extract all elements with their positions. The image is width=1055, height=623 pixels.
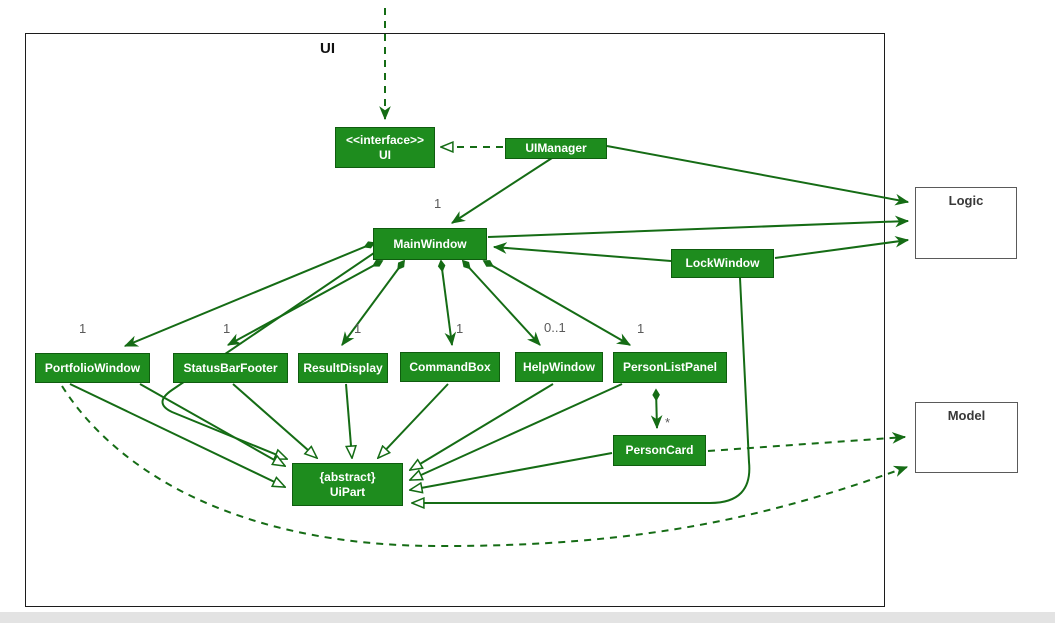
edge-mainwindow-to-commandbox (437, 259, 457, 347)
class-portfoliowindow: PortfolioWindow (35, 353, 150, 383)
edge-uimanager-to-mainwindow (451, 157, 553, 224)
class-model: Model (915, 402, 1018, 473)
class-uipart: {abstract} UiPart (292, 463, 403, 506)
class-uimanager: UIManager (505, 138, 607, 159)
edge-mainwindow-to-portfoliowindow (123, 241, 376, 347)
class-lockwindow: LockWindow (671, 249, 774, 278)
edge-mainwindow-to-logic (487, 215, 910, 238)
class-mainwindow-name: MainWindow (393, 236, 467, 251)
class-personcard-name: PersonCard (625, 443, 694, 457)
edge-lockwindow-to-logic (774, 235, 910, 259)
edge-portfoliowindow-to-model (61, 385, 909, 548)
edge-uimanager-to-logic (606, 145, 910, 206)
class-statusbarfooter: StatusBarFooter (173, 353, 288, 383)
class-resultdisplay-name: ResultDisplay (303, 360, 383, 375)
class-ui-interface-stereotype: <<interface>> (345, 132, 425, 147)
class-portfoliowindow-name: PortfolioWindow (44, 360, 141, 375)
multiplicity-mainwindow: 1 (434, 196, 442, 211)
class-lockwindow-name: LockWindow (685, 256, 760, 270)
bottom-gray-strip (0, 612, 1055, 623)
edge-statusbarfooter-inherits-uipart (232, 383, 317, 458)
multiplicity-commandbox: 1 (456, 321, 464, 336)
class-personlistpanel: PersonListPanel (613, 352, 727, 383)
ui-package-frame (25, 33, 885, 607)
class-personcard: PersonCard (613, 435, 706, 466)
class-commandbox-name: CommandBox (409, 359, 491, 374)
ui-package-title: UI (320, 40, 335, 57)
edge-lockwindow-inherits-uipart (412, 277, 751, 503)
edge-mainwindow-to-helpwindow (461, 259, 541, 346)
edge-lockwindow-to-mainwindow (492, 242, 672, 262)
multiplicity-helpwindow: 0..1 (544, 320, 566, 335)
class-model-name: Model (947, 408, 986, 423)
class-uimanager-name: UIManager (525, 141, 587, 155)
edge-personcard-to-model (707, 432, 907, 452)
edge-mainwindow-to-personlistpanel (482, 260, 632, 346)
edge-personlistpanel-inherits-uipart (410, 383, 623, 480)
class-mainwindow: MainWindow (373, 228, 487, 260)
multiplicity-statusbarfooter: 1 (223, 321, 231, 336)
edge-portfoliowindow-inherits-uipart (139, 383, 285, 466)
edge-mainwindow-to-resultdisplay (341, 259, 405, 346)
multiplicity-personlistpanel: 1 (637, 321, 645, 336)
edge-personlistpanel-to-personcard (650, 388, 663, 430)
edge-commandbox-inherits-uipart (378, 383, 449, 458)
class-uipart-name: UiPart (329, 484, 366, 499)
multiplicity-personcard: * (665, 415, 671, 430)
class-uipart-stereotype: {abstract} (319, 469, 376, 484)
multiplicity-resultdisplay: 1 (354, 321, 362, 336)
edge-mainwindow-inherits-uipart (161, 252, 375, 460)
class-ui-interface-name: UI (379, 147, 391, 162)
class-statusbarfooter-name: StatusBarFooter (183, 360, 278, 375)
class-resultdisplay: ResultDisplay (298, 353, 388, 383)
edge-portfoliowindow-inherits-uipart-b (69, 383, 285, 487)
edge-helpwindow-inherits-uipart (410, 383, 554, 470)
class-logic: Logic (915, 187, 1017, 259)
class-ui-interface: <<interface>> UI (335, 127, 435, 168)
class-commandbox: CommandBox (400, 352, 500, 382)
edge-personcard-inherits-uipart (410, 452, 613, 490)
class-logic-name: Logic (948, 193, 984, 208)
class-helpwindow-name: HelpWindow (523, 359, 595, 374)
edge-resultdisplay-inherits-uipart (346, 383, 352, 458)
multiplicity-portfoliowindow: 1 (79, 321, 87, 336)
class-personlistpanel-name: PersonListPanel (622, 360, 718, 374)
class-helpwindow: HelpWindow (515, 352, 603, 382)
